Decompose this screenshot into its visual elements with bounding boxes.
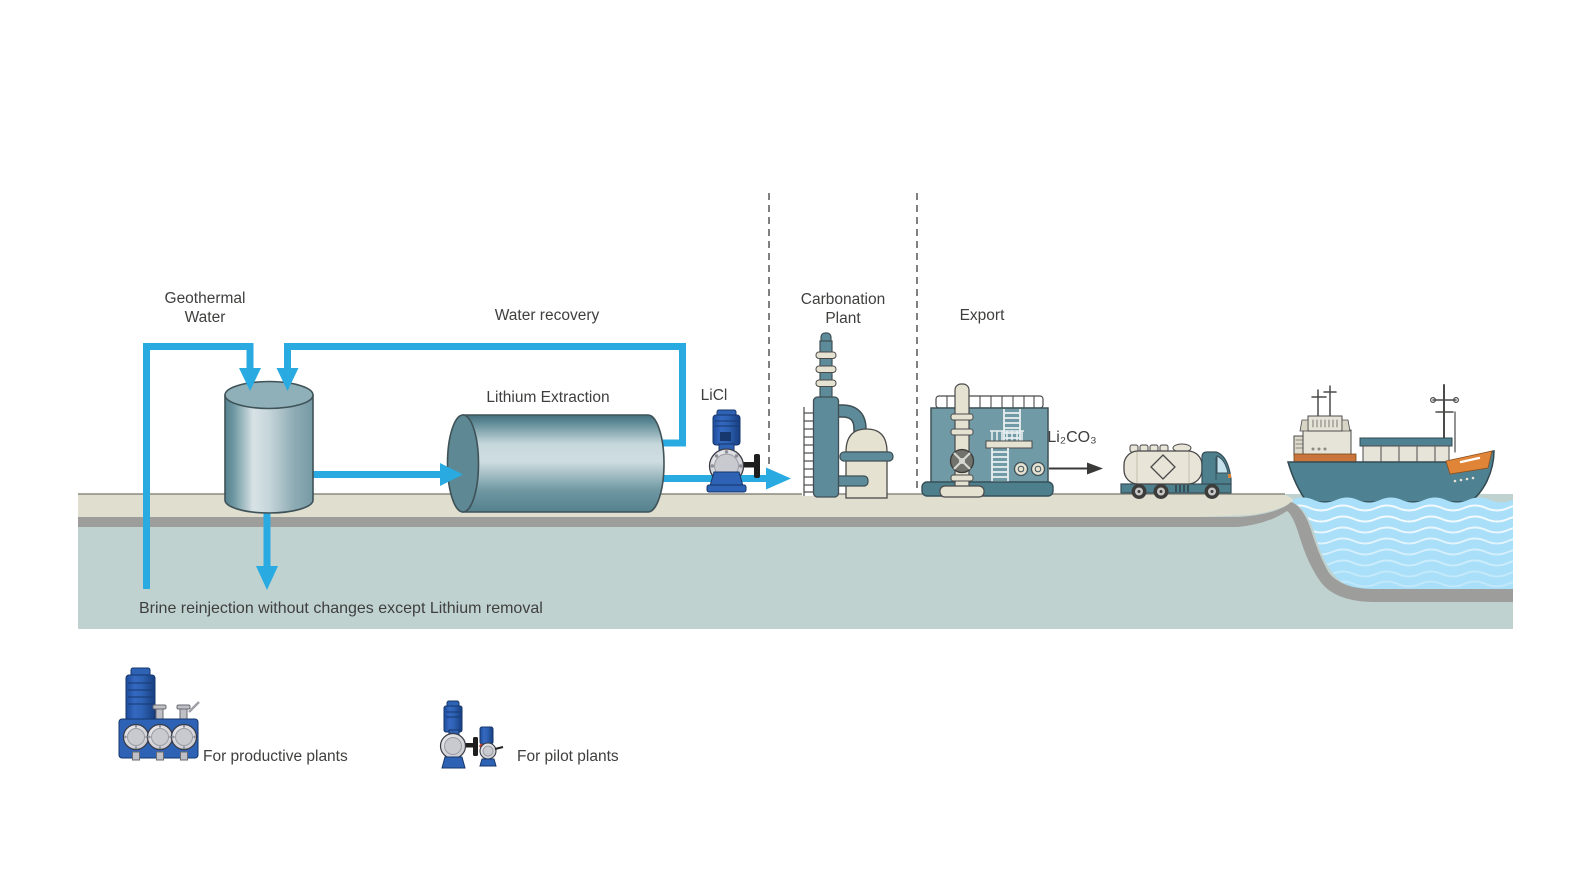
sea (78, 497, 1513, 602)
platform (985, 440, 1033, 449)
ship-superstructure (1302, 429, 1352, 457)
cargo-ship (1286, 384, 1495, 503)
ship-bridge-windows (1312, 419, 1338, 428)
label-brine-note: Brine reinjection without changes except… (139, 600, 543, 617)
licl-pump (706, 409, 760, 493)
pipes (263, 343, 768, 568)
tanker-truck (1120, 443, 1232, 499)
label-water-recovery: Water recovery (494, 307, 600, 324)
ship-deckhouse-roof (1359, 437, 1453, 447)
legend-productive-pump (118, 667, 200, 761)
label-li2co3: Li₂CO₃ (1047, 429, 1097, 446)
carbonation-dome-vessel (845, 428, 888, 453)
roof-railing (935, 395, 1044, 409)
lithium-extraction-tank (446, 414, 665, 513)
label-licl: LiCl (700, 387, 728, 404)
label-carbonation-plant: Carbonation Plant (800, 291, 886, 327)
li2co3-arrow (1049, 462, 1103, 475)
arrow-to-carbonation (766, 467, 791, 490)
port-left (1013, 461, 1029, 477)
arrow-into-extraction (440, 463, 463, 486)
ship-deckhouse (1362, 445, 1450, 463)
carbonation-transfer-pipe (836, 405, 866, 437)
hazard-diamond (1150, 454, 1176, 480)
label-lithium-extraction: Lithium Extraction (486, 389, 610, 406)
pipe-water-recovery (284, 343, 686, 447)
ship-bow-accent (1445, 450, 1493, 475)
ground-gray-layer (78, 502, 1513, 602)
pipe-arrows (143, 343, 791, 590)
legend-productive-label: For productive plants (203, 748, 348, 765)
port-right (1030, 461, 1046, 477)
label-geothermal-water: Geothermal Water (164, 290, 246, 326)
arrow-brine-down (256, 566, 278, 590)
vessel-collar (839, 451, 894, 462)
legend-pilot-label: For pilot plants (517, 748, 619, 765)
label-export: Export (959, 307, 1005, 324)
truck-wheels (1131, 484, 1220, 499)
carbonation-column (812, 396, 840, 498)
pipe-foot (939, 485, 985, 498)
carbonation-plant (802, 332, 894, 499)
geothermal-tank (224, 380, 314, 514)
export-plant (921, 383, 1054, 498)
sea-waves (1292, 504, 1513, 588)
ground-surface (78, 494, 1294, 517)
pipe-geothermal-inlet (143, 343, 254, 589)
platform-railing (990, 430, 1024, 441)
ship-hull (1286, 450, 1495, 503)
cab-window (1216, 455, 1229, 474)
pump-handle (743, 462, 757, 468)
legend-pilot-pumps (439, 700, 504, 769)
arrow-into-tank-left (239, 368, 261, 391)
arrow-into-tank-right (276, 368, 299, 391)
